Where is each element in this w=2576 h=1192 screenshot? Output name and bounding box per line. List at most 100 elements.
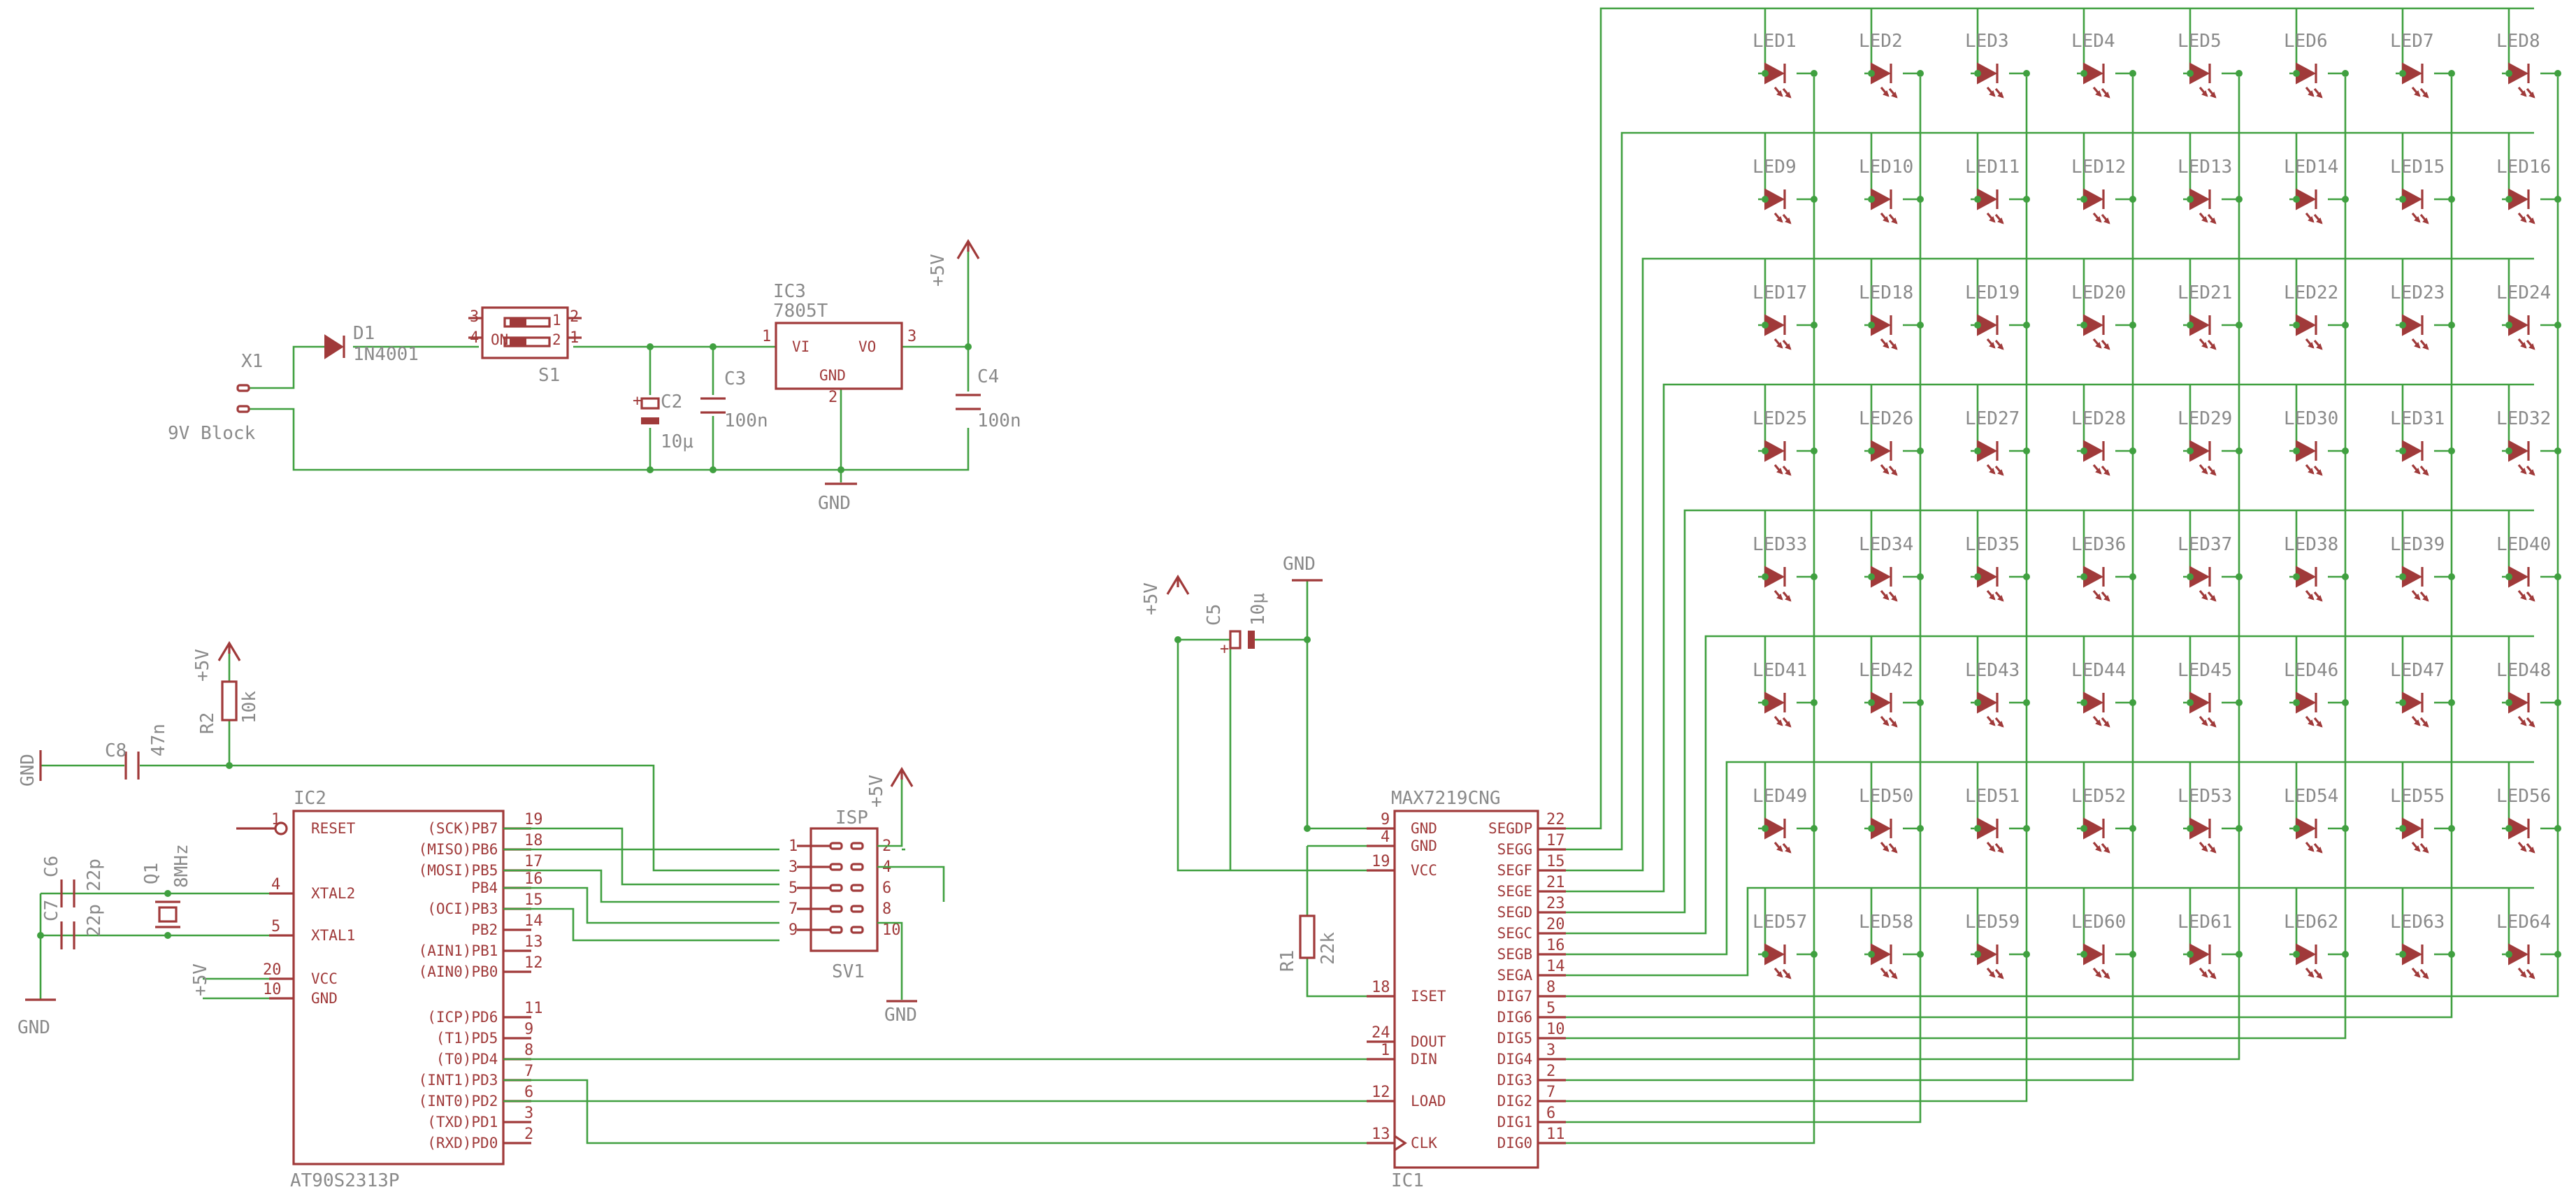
led-label: LED23 (2390, 282, 2445, 303)
ic3-value: 7805T (773, 301, 828, 322)
led: LED15 (2390, 133, 2455, 224)
sv1-label: ISP (835, 807, 868, 828)
led-label: LED16 (2496, 157, 2551, 178)
led: LED10 (1859, 133, 1924, 224)
ic2-pin-num: 15 (524, 891, 543, 909)
led-label: LED21 (2178, 282, 2232, 303)
led: LED62 (2284, 888, 2349, 979)
ic2-pin-name: (SCK)PB7 (427, 820, 498, 837)
led-label: LED37 (2178, 534, 2232, 555)
led: LED27 (1965, 385, 2030, 476)
ic2-pin-num: 11 (524, 1000, 543, 1017)
led-label: LED42 (1859, 660, 1913, 681)
vcc-label-c5: +5V (1141, 582, 1162, 615)
ic3-ref: IC3 (773, 281, 806, 302)
r2-resistor: R2 10k (197, 680, 260, 734)
led-label: LED53 (2178, 786, 2232, 807)
led-label: LED22 (2284, 282, 2338, 303)
ic3-gnd-label: GND (819, 367, 846, 384)
c6-ref: C6 (41, 856, 62, 877)
ic1-pin-num: 22 (1546, 811, 1565, 828)
led: LED32 (2496, 385, 2561, 476)
led-label: LED19 (1965, 282, 2020, 303)
led: LED48 (2496, 636, 2561, 728)
ic2-pin-name: (AIN0)PB0 (419, 963, 498, 980)
led-label: LED9 (1753, 157, 1797, 178)
ic1-pin-num: 5 (1546, 1000, 1555, 1017)
led-label: LED1 (1753, 31, 1797, 52)
d1-value: 1N4001 (353, 344, 419, 365)
led-label: LED64 (2496, 912, 2551, 933)
ic2-pin-name: (MOSI)PB5 (419, 862, 498, 879)
led: LED39 (2390, 510, 2455, 602)
led-label: LED31 (2390, 408, 2445, 429)
gnd-label-xtal: GND (17, 1017, 50, 1038)
mcu-section: R2 10k +5V C8 47n GND C6 22p C7 (17, 640, 779, 1191)
ic1-pin-name: DIG0 (1497, 1135, 1533, 1151)
led-label: LED32 (2496, 408, 2551, 429)
led-label: LED33 (1753, 534, 1807, 555)
x1-ref: X1 (241, 351, 263, 372)
led: LED3 (1965, 8, 2030, 99)
gnd-symbol-icon: GND (818, 482, 857, 514)
ic2-pin-num: 3 (524, 1105, 533, 1122)
ic2-pin-name: (INT1)PD3 (419, 1072, 498, 1089)
led-label: LED46 (2284, 660, 2338, 681)
led: LED64 (2496, 888, 2561, 979)
ic2-pin-num: 17 (524, 853, 543, 870)
ic1-pin-num: 2 (1546, 1063, 1555, 1080)
ic2-pin-num: 14 (524, 912, 543, 930)
led-label: LED15 (2390, 157, 2445, 178)
vcc-label-ps: +5V (928, 254, 949, 287)
led: LED21 (2178, 259, 2243, 350)
gnd-label-ps: GND (818, 493, 851, 514)
led-label: LED7 (2390, 31, 2434, 52)
led-label: LED62 (2284, 912, 2338, 933)
ic2-pin-num: 4 (271, 876, 280, 893)
led: LED63 (2390, 888, 2455, 979)
ic2-pin-name: (T0)PD4 (436, 1051, 498, 1068)
led: LED45 (2178, 636, 2243, 728)
ic2-pin-name: XTAL1 (311, 927, 355, 944)
led: LED57 (1753, 888, 1818, 979)
ic2-pin-name: XTAL2 (311, 885, 355, 902)
led: LED36 (2071, 510, 2136, 602)
led-label: LED6 (2284, 31, 2328, 52)
ic1-pin-name: DIG2 (1497, 1093, 1533, 1110)
ic2-pin-num: 18 (524, 832, 543, 849)
gnd-label-isp: GND (884, 1005, 917, 1026)
d1-ref: D1 (353, 323, 375, 344)
ic2-pin-num: 19 (524, 811, 543, 828)
ic2-pin-name: (ICP)PD6 (427, 1009, 498, 1026)
ic1-ref: IC1 (1391, 1170, 1424, 1191)
ic1-pin-num: 11 (1546, 1126, 1565, 1143)
led: LED6 (2284, 8, 2349, 99)
ic3-vo-label: VO (858, 338, 876, 355)
c3-ref: C3 (724, 368, 746, 389)
sv1-pin-num: 9 (789, 921, 798, 939)
ic2-pin-name: RESET (311, 820, 356, 837)
s1-mark-1: 1 (552, 312, 561, 329)
led-label: LED51 (1965, 786, 2020, 807)
led: LED33 (1753, 510, 1818, 602)
led-label: LED44 (2071, 660, 2126, 681)
max7219-section: + C5 10μ +5V GND R1 22k MAX7219CNG IC1 9… (503, 554, 1566, 1191)
ic2-pin-num: 9 (524, 1021, 533, 1038)
led-label: LED35 (1965, 534, 2020, 555)
gnd-label-c5: GND (1283, 554, 1316, 575)
c5-value: 10μ (1248, 593, 1269, 626)
led-label: LED58 (1859, 912, 1913, 933)
c7-capacitor: C7 22p (41, 900, 105, 949)
s1-pin-3: 3 (470, 308, 479, 326)
c4-value: 100n (977, 410, 1021, 431)
led: LED12 (2071, 133, 2136, 224)
ic1-pin-num: 16 (1546, 937, 1565, 954)
gnd-label-c8: GND (17, 754, 38, 787)
led: LED52 (2071, 762, 2136, 854)
ic1-pin-name: DIG6 (1497, 1009, 1533, 1026)
r1-resistor: R1 22k (1277, 914, 1339, 972)
led: LED8 (2496, 8, 2561, 99)
sv1-pin-num: 1 (789, 838, 798, 855)
